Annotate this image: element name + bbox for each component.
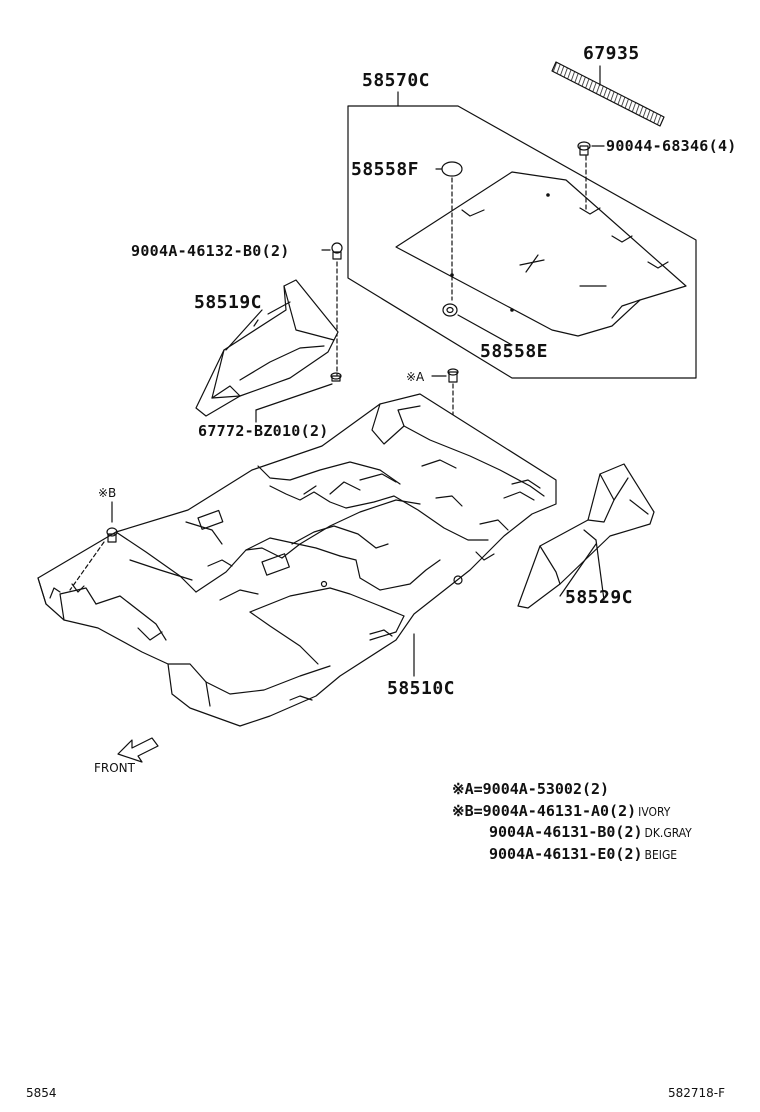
panel-58529C [517, 463, 655, 609]
label-58529C: 58529C [565, 587, 634, 608]
note-b-ivory: ※B=9004A-46131-A0(2)IVORY [452, 802, 670, 820]
leader-lines [267, 301, 597, 677]
label-58558E: 58558E [480, 341, 549, 362]
panel-58519C [195, 279, 339, 417]
carpet-58510C [37, 393, 557, 727]
note-b-ivory-color: IVORY [638, 805, 671, 819]
note-b-beige: 9004A-46131-E0(2)BEIGE [489, 845, 677, 863]
label-mark-b: ※B [98, 486, 117, 500]
note-b-dkgray-code: 9004A-46131-B0(2) [489, 823, 643, 841]
label-mark-a: ※A [406, 370, 425, 384]
note-b-ivory-code: ※B=9004A-46131-A0(2) [452, 802, 637, 820]
label-67772: 67772-BZ010(2) [198, 422, 329, 440]
clip-67772 [255, 372, 342, 423]
note-b-dkgray: 9004A-46131-B0(2)DK.GRAY [489, 823, 692, 841]
note-a: ※A=9004A-53002(2) [452, 780, 609, 798]
label-9004A-46132: 9004A-46132-B0(2) [131, 242, 290, 260]
callout-box-58570C [347, 91, 697, 379]
clip-9004A-46132 [321, 242, 343, 376]
tray-58570C [395, 171, 687, 337]
label-58558F: 58558F [351, 159, 420, 180]
label-58510C: 58510C [387, 678, 456, 699]
clip-90044 [577, 141, 605, 213]
label-90044-68346: 90044-68346(4) [606, 137, 737, 155]
note-b-beige-code: 9004A-46131-E0(2) [489, 845, 643, 863]
label-67935: 67935 [583, 43, 640, 64]
clip-a [431, 368, 459, 421]
note-b-dkgray-color: DK.GRAY [644, 826, 692, 840]
label-58570C: 58570C [362, 70, 431, 91]
note-b-beige-color: BEIGE [644, 848, 678, 862]
clip-58558E [442, 303, 513, 346]
cap-58558F [435, 161, 463, 301]
label-58519C: 58519C [194, 292, 263, 313]
strip-67935 [551, 61, 665, 127]
footer-left: 5854 [26, 1086, 57, 1100]
clip-b [69, 501, 118, 591]
label-front: FRONT [94, 761, 135, 775]
note-a-code: ※A=9004A-53002(2) [452, 780, 610, 798]
footer-right: 582718-F [668, 1086, 726, 1100]
front-arrow-icon [117, 737, 159, 763]
